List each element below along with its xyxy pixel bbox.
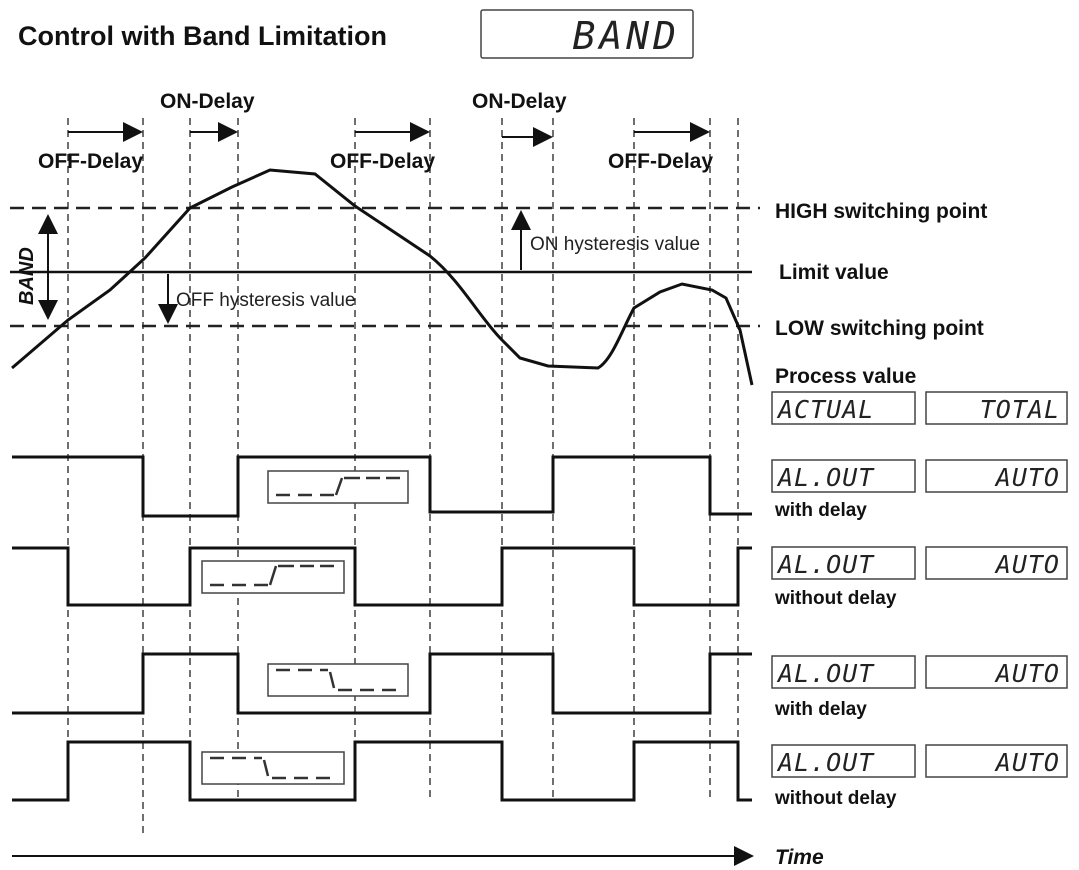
low-switching-label: LOW switching point	[775, 317, 984, 340]
on-delay-label: ON-Delay	[160, 90, 255, 113]
limit-value-label: Limit value	[779, 261, 889, 284]
output-caption: without delay	[774, 788, 897, 809]
mode-display-text: BAND	[572, 14, 680, 58]
off-delay-label: OFF-Delay	[38, 150, 143, 173]
process-value-label: Process value	[775, 365, 916, 388]
relay-contact-closed-icon	[201, 751, 345, 785]
auto-display: AUTO	[994, 463, 1060, 492]
time-axis: Time	[12, 846, 824, 869]
alout-display: AL.OUT	[776, 748, 875, 777]
alout-display: AL.OUT	[776, 550, 875, 579]
relay-contact-open-icon	[201, 560, 345, 594]
time-label: Time	[775, 846, 824, 869]
process-displays: ACTUAL TOTAL	[771, 391, 1068, 425]
off-delay-label: OFF-Delay	[330, 150, 435, 173]
output-caption: with delay	[774, 699, 867, 720]
off-hysteresis-label: OFF hysteresis value	[176, 290, 356, 311]
band-indicator: BAND	[16, 214, 58, 320]
diagram-title: Control with Band Limitation	[18, 21, 387, 51]
output-3-waveform	[12, 652, 752, 715]
output-caption: without delay	[774, 588, 897, 609]
high-switching-label: HIGH switching point	[775, 200, 987, 223]
hysteresis-indicators: OFF hysteresis value ON hysteresis value	[158, 210, 700, 324]
alout-display: AL.OUT	[776, 659, 875, 688]
mode-display: BAND	[480, 9, 694, 59]
relay-contact-open-icon	[267, 470, 409, 504]
total-display: TOTAL	[980, 395, 1060, 424]
auto-display: AUTO	[994, 659, 1060, 688]
level-labels: HIGH switching point Limit value LOW swi…	[775, 200, 987, 388]
band-label: BAND	[16, 247, 38, 305]
off-delay-label: OFF-Delay	[608, 150, 713, 173]
output-1-waveform	[12, 455, 752, 518]
actual-display: ACTUAL	[776, 395, 874, 424]
auto-display: AUTO	[994, 748, 1060, 777]
output-4-waveform	[12, 740, 752, 802]
level-lines	[10, 206, 760, 328]
output-4-displays: AL.OUT AUTO without delay	[771, 744, 1068, 809]
output-3-displays: AL.OUT AUTO with delay	[771, 655, 1068, 720]
on-hysteresis-label: ON hysteresis value	[530, 234, 700, 255]
output-1-displays: AL.OUT AUTO with delay	[771, 459, 1068, 521]
on-delay-label: ON-Delay	[472, 90, 567, 113]
alout-display: AL.OUT	[776, 463, 875, 492]
output-2-displays: AL.OUT AUTO without delay	[771, 546, 1068, 609]
output-caption: with delay	[774, 500, 867, 521]
relay-contact-closed-icon	[267, 663, 409, 697]
output-2-waveform	[12, 546, 752, 607]
process-value-curve	[11, 168, 754, 386]
auto-display: AUTO	[994, 550, 1060, 579]
delay-annotations: OFF-Delay ON-Delay OFF-Delay ON-Delay OF…	[38, 90, 713, 173]
